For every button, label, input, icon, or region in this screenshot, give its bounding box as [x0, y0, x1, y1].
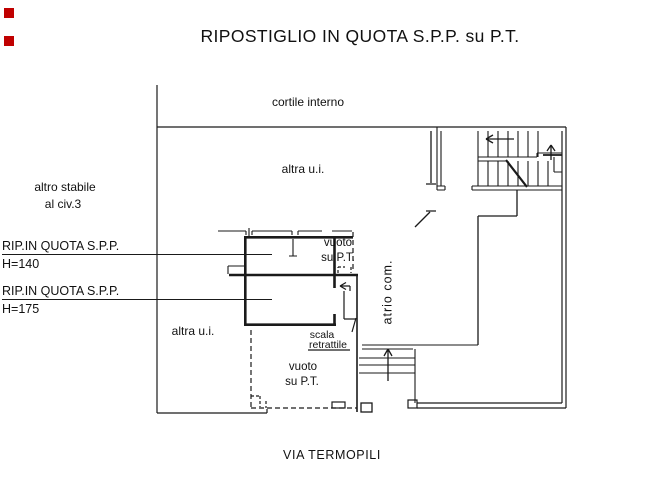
- label-via-termopili: VIA TERMOPILI: [283, 448, 381, 462]
- red-square-marker: [4, 8, 14, 18]
- label-vuoto-bottom-1: vuoto: [288, 361, 318, 373]
- room-walls: [229, 236, 358, 326]
- label-scala: scala: [309, 329, 335, 341]
- label-rip-quota-2: RIP.IN QUOTA S.P.P.: [2, 284, 120, 298]
- label-cortile-interno: cortile interno: [271, 95, 345, 109]
- outer-walls: [156, 85, 567, 414]
- label-vuoto-top-1: vuoto: [323, 237, 353, 249]
- staircase-bottom: [359, 344, 478, 409]
- label-al-civ3: al civ.3: [44, 197, 82, 211]
- door-swing: [414, 211, 431, 228]
- red-square-marker: [4, 36, 14, 46]
- room-details: [218, 228, 352, 274]
- atrio-walls: [356, 131, 518, 413]
- leader-lines: [2, 253, 272, 301]
- retractable-ladder: [308, 281, 357, 351]
- label-h175: H=175: [2, 302, 40, 316]
- staircase-top: [436, 127, 562, 191]
- label-h140: H=140: [2, 257, 40, 271]
- label-vuoto-bottom-2: su P.T.: [285, 376, 319, 388]
- label-vuoto-top-2: su P.T.: [321, 252, 355, 264]
- staircase-direction-arrows: [485, 134, 556, 160]
- label-retrattile: retrattile: [309, 339, 347, 351]
- wall-notch: [331, 401, 346, 409]
- label-altro-stabile: altro stabile: [34, 180, 96, 194]
- label-altra-ui-left: altra u.i.: [171, 324, 215, 338]
- label-altra-ui-top: altra u.i.: [281, 162, 325, 176]
- label-rip-quota-1: RIP.IN QUOTA S.P.P.: [2, 239, 120, 253]
- label-atrio-com: atrio com.: [380, 259, 395, 325]
- page-title: RIPOSTIGLIO IN QUOTA S.P.P. su P.T.: [200, 26, 520, 46]
